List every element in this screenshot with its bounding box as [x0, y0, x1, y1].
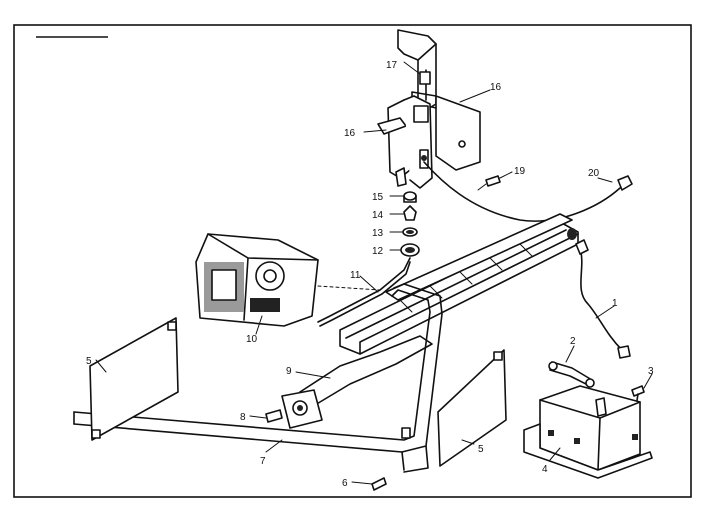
callout-16-right: 16 [490, 82, 502, 93]
thermocouple-lead [423, 161, 633, 222]
callout-13: 13 [372, 228, 384, 239]
callout-3: 3 [648, 366, 654, 377]
callout-15: 15 [372, 192, 384, 203]
frame-tube [73, 283, 443, 473]
callout-2: 2 [570, 336, 576, 347]
main-burner [281, 335, 433, 429]
callout-6: 6 [342, 478, 348, 489]
callout-11: 11 [350, 270, 361, 281]
screw-19 [477, 175, 501, 191]
wire-harness [575, 239, 631, 359]
side-panel-left [89, 317, 179, 441]
callout-20: 20 [588, 168, 600, 179]
callout-7: 7 [260, 456, 266, 467]
orifice-8 [265, 409, 283, 423]
callout-8: 8 [240, 412, 246, 423]
callout-14: 14 [372, 210, 384, 221]
fitting-15 [403, 191, 417, 203]
callout-10: 10 [246, 334, 258, 345]
callout-12: 12 [372, 246, 384, 257]
fitting-14 [403, 205, 417, 221]
ignition-module [523, 385, 653, 479]
callout-4: 4 [542, 464, 548, 475]
control-valve [195, 233, 381, 327]
callout-1: 1 [612, 298, 618, 309]
side-panel-right [401, 349, 507, 467]
burner-manifold-channel [339, 213, 579, 355]
callout-17: 17 [386, 60, 398, 71]
pilot-burner-assembly [377, 95, 433, 189]
fitting-13 [402, 227, 418, 237]
fuse [548, 361, 595, 388]
callout-5-left: 5 [86, 356, 92, 367]
callout-19: 19 [514, 166, 526, 177]
callout-5-right: 5 [478, 444, 484, 455]
callout-16-left: 16 [344, 128, 356, 139]
fitting-12 [400, 243, 420, 257]
screw-6 [371, 477, 387, 491]
callout-9: 9 [286, 366, 292, 377]
leader-lines [95, 61, 653, 485]
diagram-frame [13, 24, 692, 498]
